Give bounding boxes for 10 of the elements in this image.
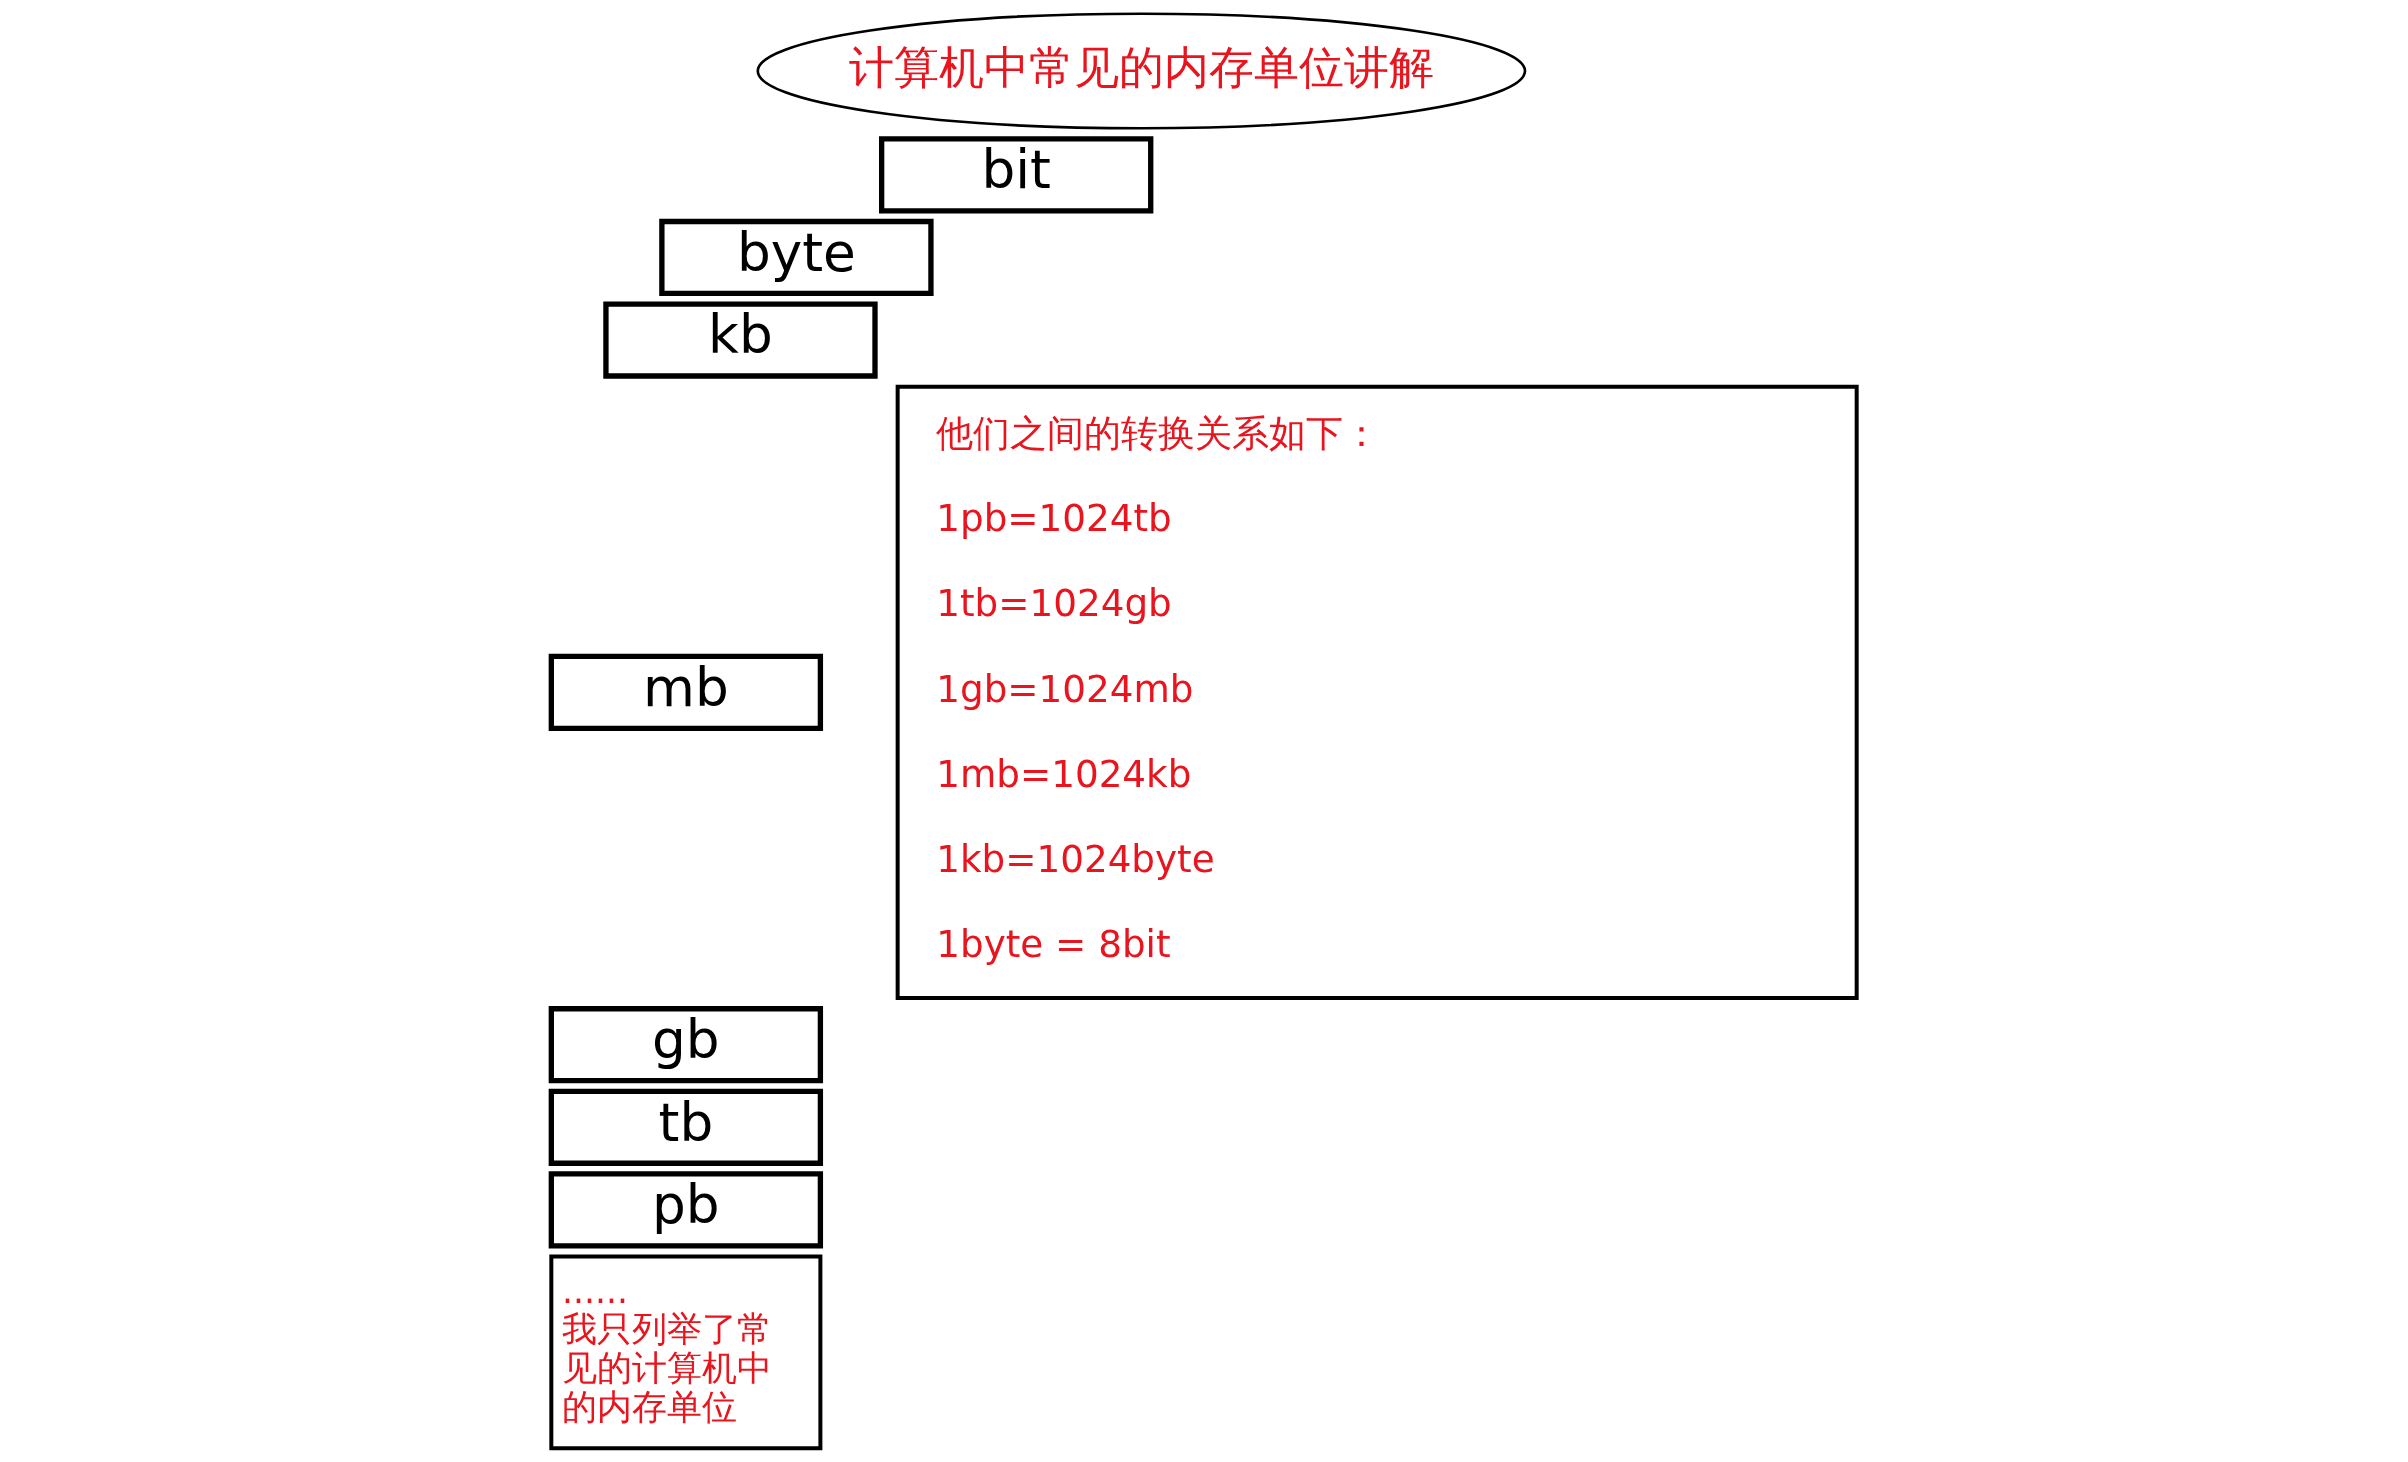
node-box: byte — [659, 218, 934, 297]
node-box: tb — [548, 1088, 824, 1166]
node-box: pb — [548, 1171, 824, 1249]
node-box: 他们之间的转换关系如下： 1pb=1024tb 1tb=1024gb 1gb=1024mb 1mb=1024kb 1kb=1024byte 1byte = 8bit — [895, 384, 1859, 1001]
node-box: mb — [548, 653, 824, 731]
node-ellipse: 计算机中常见的内存单位讲解 — [756, 12, 1527, 130]
node-box: kb — [603, 301, 878, 379]
node-box: ...... 我只列举了常见的计算机中的内存单位 — [549, 1254, 823, 1451]
node-box: gb — [548, 1006, 824, 1084]
node-box: bit — [879, 136, 1154, 214]
